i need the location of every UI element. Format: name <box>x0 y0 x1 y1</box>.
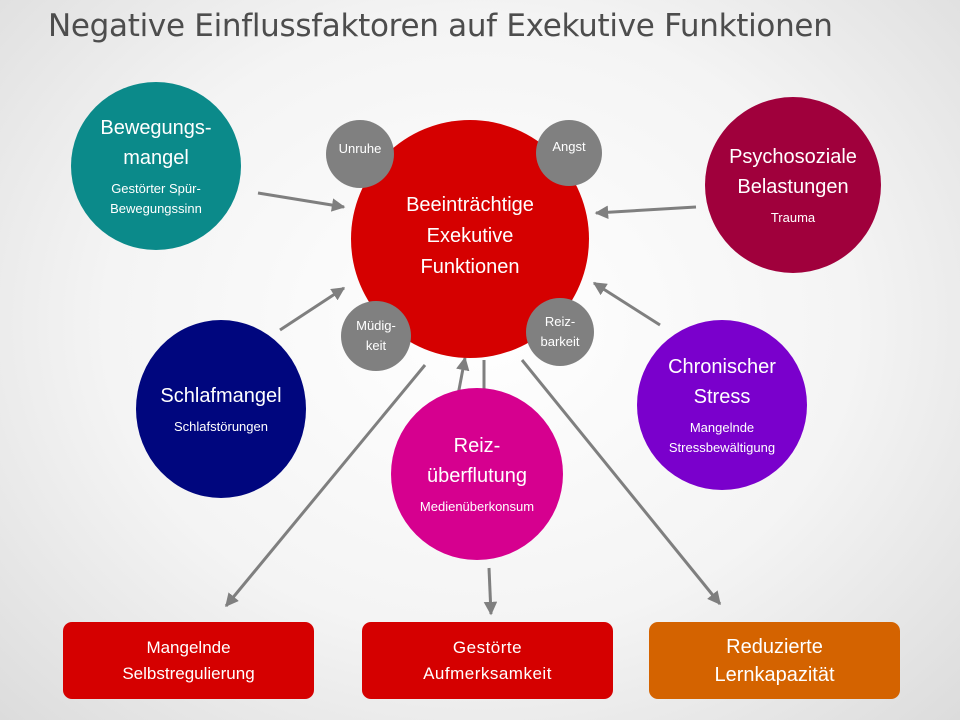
outcome-label: Gestörte Aufmerksamkeit <box>423 637 552 683</box>
symptom-angst: Angst <box>536 120 602 186</box>
factor-title: Reiz- überflutung <box>426 435 528 487</box>
arrow-schlaf-to-center <box>279 286 346 332</box>
symptom-label: Reiz- barkeit <box>540 314 580 349</box>
symptom-label: Angst <box>552 139 586 154</box>
arrow-stress-to-center <box>592 281 661 327</box>
factor-psychosoziale-belastungen: Psychosoziale Belastungen Trauma <box>705 97 881 273</box>
factor-subtitle: Mangelnde Stressbewältigung <box>668 420 776 455</box>
center-label: Beeinträchtige Exekutive Funktionen <box>406 193 534 278</box>
symptom-label: Müdig- keit <box>356 318 396 353</box>
arrow-bewegung-to-center <box>257 191 346 212</box>
outcome-label: Mangelnde Selbstregulierung <box>122 637 255 683</box>
factor-subtitle: Schlafstörungen <box>174 419 268 434</box>
symptom-muedigkeit: Müdig- keit <box>341 301 411 371</box>
factor-schlafmangel: Schlafmangel Schlafstörungen <box>136 320 306 498</box>
outcome-aufmerksamkeit: Gestörte Aufmerksamkeit <box>362 622 613 699</box>
symptom-reizbarkeit: Reiz- barkeit <box>526 298 594 366</box>
factor-chronischer-stress: Chronischer Stress Mangelnde Stressbewäl… <box>637 320 807 490</box>
factor-subtitle: Medienüberkonsum <box>419 499 535 514</box>
symptom-label: Unruhe <box>338 141 382 156</box>
factor-title: Psychosoziale Belastungen <box>729 146 857 198</box>
factor-subtitle: Trauma <box>770 210 816 225</box>
arrow-reiz-to-aufmerksamkeit <box>483 567 498 616</box>
arrow-center-to-lernkapazitaet <box>520 359 722 606</box>
factor-title: Schlafmangel <box>160 385 282 407</box>
factor-title: Bewegungs- mangel <box>100 117 212 169</box>
arrow-center-to-selbstregulierung <box>224 364 427 608</box>
outcome-label: Reduzierte Lernkapazität <box>714 635 835 686</box>
outcome-lernkapazitaet: Reduzierte Lernkapazität <box>649 622 900 699</box>
outcome-selbstregulierung: Mangelnde Selbstregulierung <box>63 622 314 699</box>
page-title: Negative Einflussfaktoren auf Exekutive … <box>48 8 833 44</box>
arrow-psycho-to-center <box>594 205 697 220</box>
factor-title: Chronischer Stress <box>668 356 776 408</box>
factor-reizueberflutung: Reiz- überflutung Medienüberkonsum <box>391 388 563 560</box>
factor-bewegungsmangel: Bewegungs- mangel Gestörter Spür- Bewegu… <box>71 82 241 250</box>
symptom-unruhe: Unruhe <box>326 120 394 188</box>
factor-subtitle: Gestörter Spür- Bewegungssinn <box>110 181 202 216</box>
